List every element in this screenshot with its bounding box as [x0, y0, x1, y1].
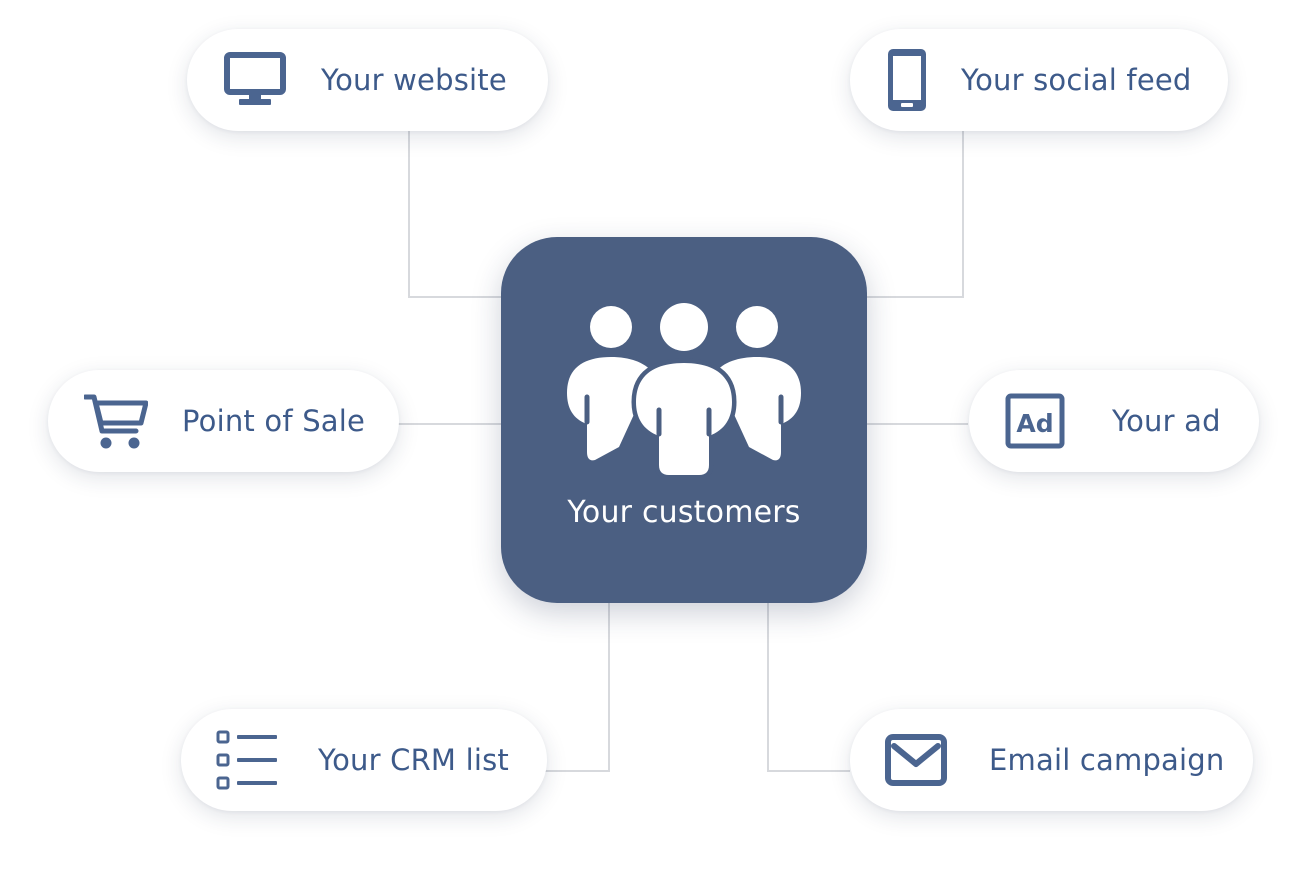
connector-website: [408, 130, 501, 298]
monitor-icon: [223, 48, 287, 112]
shopping-cart-icon: [84, 389, 148, 453]
node-point-of-sale: Point of Sale: [48, 370, 399, 472]
connector-social: [867, 130, 964, 298]
svg-text:Ad: Ad: [1016, 409, 1053, 438]
node-social-feed-label: Your social feed: [961, 63, 1192, 97]
node-email-campaign-label: Email campaign: [989, 743, 1225, 777]
envelope-icon: [884, 728, 948, 792]
hub-label: Your customers: [567, 495, 801, 530]
customers-hub: Your customers: [501, 237, 867, 603]
node-social-feed: Your social feed: [850, 29, 1228, 131]
node-email-campaign: Email campaign: [850, 709, 1253, 811]
node-ad: Ad Your ad: [969, 370, 1259, 472]
node-website: Your website: [187, 29, 548, 131]
smartphone-icon: [875, 48, 939, 112]
node-website-label: Your website: [321, 63, 507, 97]
node-crm-list-label: Your CRM list: [318, 743, 509, 777]
people-group-icon: [559, 297, 809, 480]
node-crm-list: Your CRM list: [181, 709, 547, 811]
node-ad-label: Your ad: [1112, 404, 1221, 438]
list-icon: [215, 728, 279, 792]
connector-email: [767, 603, 850, 772]
connector-crm: [542, 603, 610, 772]
ad-badge-icon: Ad: [1003, 389, 1067, 453]
node-point-of-sale-label: Point of Sale: [182, 404, 366, 438]
